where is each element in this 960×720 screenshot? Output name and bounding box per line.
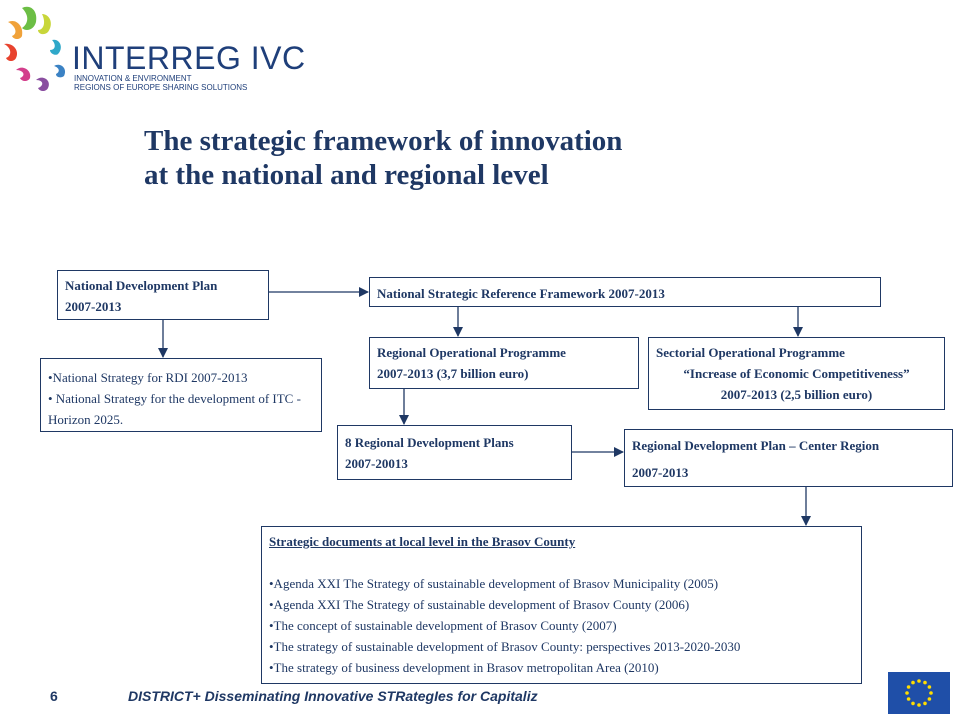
sectorial-operational-programme-box: Sectorial Operational Programme “Increas… (648, 337, 945, 410)
rop-line-1: Regional Operational Programme (377, 345, 566, 360)
page-title: The strategic framework of innovation at… (144, 124, 764, 192)
star-swirl-icon (4, 6, 66, 91)
list-item: •The strategy of sustainable development… (269, 639, 741, 654)
national-development-plan-box: National Development Plan 2007-2013 (57, 270, 269, 320)
local-heading: Strategic documents at local level in th… (269, 534, 576, 549)
rdp8-line-2: 2007-20013 (345, 456, 408, 471)
nsrf-text: National Strategic Reference Framework 2… (377, 286, 665, 301)
center-region-development-plan-box: Regional Development Plan – Center Regio… (624, 429, 953, 487)
title-line-1: The strategic framework of innovation (144, 125, 623, 157)
sop-line-3: 2007-2013 (2,5 billion euro) (720, 387, 873, 402)
list-item: •Agenda XXI The Strategy of sustainable … (269, 597, 690, 612)
interreg-logo: INTERREG IVC INNOVATION & ENVIRONMENT RE… (0, 0, 305, 110)
list-item: •The concept of sustainable development … (269, 618, 617, 633)
list-item: •The strategy of business development in… (269, 660, 659, 675)
rop-line-2: 2007-2013 (3,7 billion euro) (377, 366, 529, 381)
national-strategies-box: •National Strategy for RDI 2007-2013 • N… (40, 358, 322, 432)
logo-tagline-2: REGIONS OF EUROPE SHARING SOLUTIONS (74, 83, 248, 92)
title-line-2: at the national and regional level (144, 159, 549, 191)
rdpc-line-2: 2007-2013 (632, 465, 689, 480)
ndp-line-2: 2007-2013 (65, 299, 122, 314)
sop-line-2: “Increase of Economic Competitiveness” (683, 366, 910, 381)
list-item: •National Strategy for RDI 2007-2013 (48, 370, 248, 385)
local-strategic-documents-box: Strategic documents at local level in th… (261, 526, 862, 684)
rdp8-line-1: 8 Regional Development Plans (345, 435, 514, 450)
national-strategic-reference-framework-box: National Strategic Reference Framework 2… (369, 277, 881, 307)
sop-line-1: Sectorial Operational Programme (656, 345, 845, 360)
page-number: 6 (50, 688, 58, 704)
ndp-line-1: National Development Plan (65, 278, 218, 293)
eu-flag-icon (888, 672, 950, 714)
rdpc-line-1: Regional Development Plan – Center Regio… (632, 438, 880, 453)
footer-text: DISTRICT+ Disseminating Innovative STRat… (128, 688, 538, 704)
logo-name: INTERREG IVC (72, 40, 306, 76)
regional-operational-programme-box: Regional Operational Programme 2007-2013… (369, 337, 639, 389)
list-item: • National Strategy for the development … (48, 391, 301, 427)
regional-development-plans-box: 8 Regional Development Plans 2007-20013 (337, 425, 572, 480)
list-item: •Agenda XXI The Strategy of sustainable … (269, 576, 719, 591)
logo-tagline-1: INNOVATION & ENVIRONMENT (74, 74, 192, 83)
